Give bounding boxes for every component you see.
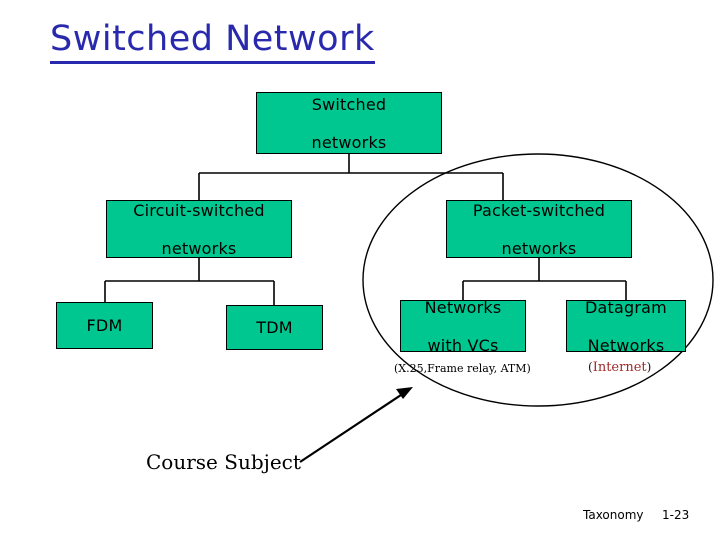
annotation-course-subject: Course Subject bbox=[146, 450, 301, 474]
node-switched-networks-line1: Switched bbox=[311, 94, 387, 114]
caption-paren-close: ) bbox=[646, 360, 652, 374]
node-switched-networks-line2: networks bbox=[311, 132, 387, 152]
annotation-arrow bbox=[299, 387, 413, 463]
footer-label: Taxonomy bbox=[583, 508, 644, 522]
node-tdm-label: TDM bbox=[256, 318, 293, 337]
node-datagram-line2: Networks bbox=[587, 335, 665, 355]
node-networks-with-vcs[interactable]: Networks with VCs bbox=[400, 297, 526, 355]
footer-page-number: 1-23 bbox=[662, 508, 690, 522]
node-fdm[interactable]: FDM bbox=[56, 302, 153, 349]
node-packet-switched-line2: networks bbox=[501, 238, 577, 258]
node-packet-switched-networks[interactable]: Packet-switched networks bbox=[446, 200, 632, 258]
caption-paren-open: ( bbox=[588, 360, 593, 374]
node-fdm-label: FDM bbox=[86, 316, 123, 335]
caption-datagram-networks: (Internet) bbox=[588, 360, 651, 375]
page-title: Switched Network bbox=[50, 18, 375, 64]
node-networks-vcs-line2: with VCs bbox=[427, 335, 499, 355]
caption-internet-word: Internet bbox=[592, 360, 647, 375]
node-datagram-line1: Datagram bbox=[585, 297, 667, 317]
node-switched-networks[interactable]: Switched networks bbox=[256, 92, 442, 154]
node-circuit-switched-networks[interactable]: Circuit-switched networks bbox=[106, 200, 292, 258]
node-packet-switched-line1: Packet-switched bbox=[472, 200, 606, 220]
node-circuit-switched-line1: Circuit-switched bbox=[133, 200, 265, 220]
caption-networks-with-vcs: (X.25,Frame relay, ATM) bbox=[394, 362, 531, 375]
node-datagram-networks[interactable]: Datagram Networks bbox=[566, 297, 686, 355]
node-circuit-switched-line2: networks bbox=[161, 238, 237, 258]
node-networks-vcs-line1: Networks bbox=[424, 297, 502, 317]
node-tdm[interactable]: TDM bbox=[226, 305, 323, 350]
